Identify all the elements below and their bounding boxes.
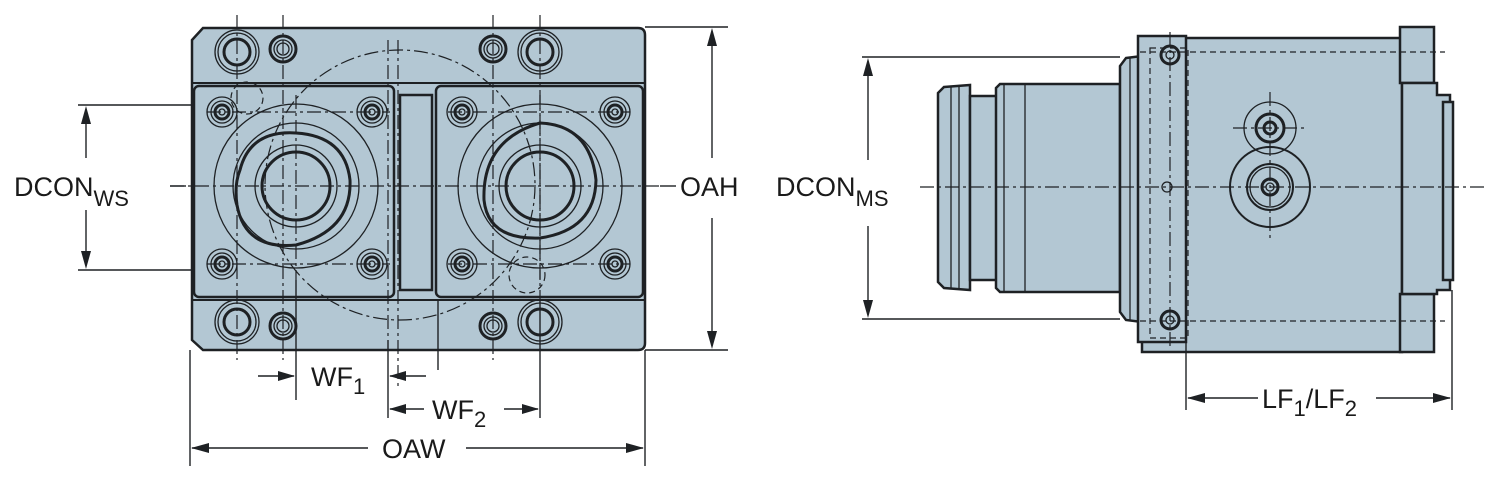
lf-label: LF1/LF2 [1262,384,1357,421]
dimension-dcon-ws: DCONWS [14,104,194,271]
shank-body [994,82,1122,294]
oaw-label: OAW [382,434,446,464]
dimension-dcon-ms: DCONMS [776,56,1120,320]
swing-circle [264,49,536,321]
top-lug [1398,25,1436,85]
dimension-oaw: OAW [189,350,646,466]
hidden-hole [230,81,264,115]
left-plate [192,84,396,299]
dcon-ms-label: DCONMS [776,172,889,211]
hidden-clamp [1149,47,1189,339]
hidden-hole [508,256,546,294]
dimension-wf1: WF1 [258,280,439,418]
bottom-lug [1398,292,1436,354]
center-slot [398,93,434,292]
shank-neck [968,94,1000,282]
rear-step [1441,100,1455,282]
dimension-wf2: WF2 [389,300,541,432]
dimension-oah: OAH [645,26,739,351]
wf1-label: WF1 [311,362,365,399]
dimension-lf: LF1/LF2 [1185,290,1453,421]
front-view [170,15,660,390]
side-view [920,25,1484,354]
rear-face [1400,81,1452,296]
oah-label: OAH [680,172,739,202]
wf2-label: WF2 [432,395,486,432]
dcon-ws-label: DCONWS [14,172,129,211]
